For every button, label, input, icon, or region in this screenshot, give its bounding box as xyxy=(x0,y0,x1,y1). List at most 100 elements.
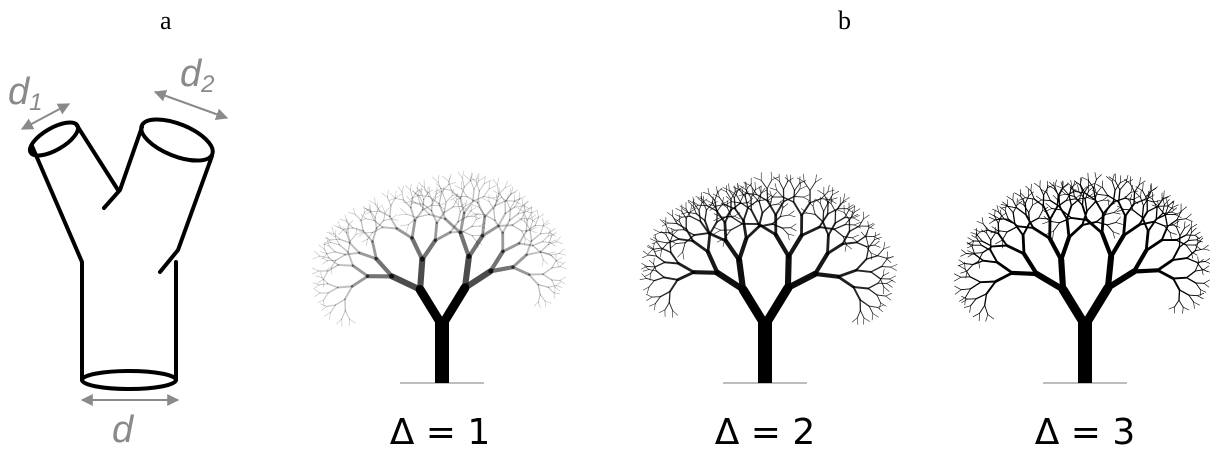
tree-branch xyxy=(334,298,346,306)
tree-branch xyxy=(348,220,354,226)
tree-branch xyxy=(511,265,531,277)
tree-branch xyxy=(885,295,892,301)
tree-branch xyxy=(320,303,328,307)
tree-branch xyxy=(1174,299,1180,308)
tree-branch xyxy=(963,263,974,265)
tree-branch xyxy=(411,194,420,199)
tree-branch xyxy=(362,229,374,243)
tree-branch xyxy=(339,238,351,244)
tree-branch xyxy=(762,283,793,327)
tree-branch xyxy=(679,205,687,210)
tree-branch xyxy=(1132,209,1143,219)
tree-branch xyxy=(876,294,887,297)
tree-branch xyxy=(322,243,330,247)
tree-branch xyxy=(326,304,336,307)
tree-branch xyxy=(431,204,440,207)
tree-branch xyxy=(361,238,368,243)
tree-branch xyxy=(860,231,867,239)
tree-branch xyxy=(377,204,383,210)
tree-branch xyxy=(1198,258,1204,264)
tree-branch xyxy=(1164,205,1169,216)
tree-branch xyxy=(423,187,430,197)
tree-branch xyxy=(1052,230,1054,240)
tree-branch xyxy=(1178,289,1181,301)
tree-branch xyxy=(508,208,511,221)
tree-branch xyxy=(800,225,821,237)
tree-branch xyxy=(334,229,337,238)
tree-branch xyxy=(1147,190,1150,199)
tree-branch xyxy=(524,221,531,230)
tree-branch xyxy=(975,293,988,300)
tree-branch xyxy=(1069,186,1076,192)
tree-branch xyxy=(325,236,331,243)
tree-branch xyxy=(1184,221,1186,229)
tree-branch xyxy=(744,195,749,209)
tree-branch xyxy=(750,185,758,195)
tree-branch xyxy=(337,220,341,228)
tree-branch xyxy=(690,208,697,212)
tree-branch xyxy=(1106,176,1113,182)
tree-branch xyxy=(343,227,353,231)
tree-branch xyxy=(679,221,685,231)
tree-branch xyxy=(697,204,708,207)
tree-branch xyxy=(475,181,480,192)
tree-branch xyxy=(327,283,339,289)
tree-branch xyxy=(530,213,534,222)
tree-branch xyxy=(1106,221,1117,226)
tree-branch xyxy=(1006,225,1019,233)
tree-branch xyxy=(644,265,650,270)
tree-branch xyxy=(445,195,453,203)
tree-branch xyxy=(431,193,438,202)
tree-branch xyxy=(410,198,416,203)
tree-branch xyxy=(435,211,446,224)
tree-branch xyxy=(408,216,418,226)
tree-branch xyxy=(420,238,438,262)
tree-branch xyxy=(890,266,897,271)
tree-branch xyxy=(525,224,536,233)
tree-branch xyxy=(766,200,777,216)
tree-branch xyxy=(1116,205,1124,210)
tree-branch xyxy=(347,240,351,253)
right-branch-opening xyxy=(139,117,215,163)
tree-branch xyxy=(1111,180,1116,191)
tree-branch xyxy=(739,185,747,191)
tree-branch xyxy=(364,211,372,215)
tree-branch xyxy=(1007,218,1019,227)
tree-branch xyxy=(461,253,472,291)
tree-branch xyxy=(469,179,475,190)
tree-branch xyxy=(526,211,534,214)
tree-branch xyxy=(547,233,555,237)
tree-branch xyxy=(1033,198,1045,207)
tree-branch xyxy=(872,313,879,318)
tree-branch xyxy=(357,230,365,234)
tree-branch xyxy=(649,266,656,275)
tree-branch xyxy=(722,187,730,191)
tree-branch xyxy=(1094,172,1097,180)
tree-branch xyxy=(747,197,754,203)
tree-branch xyxy=(509,201,515,210)
tree-branch xyxy=(883,286,890,292)
pipe-left-wall xyxy=(30,144,84,382)
tree-branch xyxy=(790,223,797,229)
tree-branch xyxy=(769,203,779,206)
tree-branch xyxy=(530,233,542,242)
tree-branch xyxy=(1087,197,1094,201)
tree-branch xyxy=(492,197,500,203)
tree-branch xyxy=(827,194,834,203)
tree-branch xyxy=(758,201,764,214)
tree-branch xyxy=(1096,187,1102,194)
tree-branch xyxy=(1134,192,1141,198)
tree-branch xyxy=(969,281,982,290)
tree-branch xyxy=(329,312,331,321)
tree-branch xyxy=(525,240,533,256)
tree-branch xyxy=(856,317,859,325)
tree-branch xyxy=(540,224,544,235)
tree-branch xyxy=(1122,223,1141,237)
tree-branch xyxy=(372,226,384,234)
tree-branch xyxy=(559,261,566,267)
tree-branch xyxy=(1062,183,1069,189)
tree-branch xyxy=(544,300,547,308)
tree-branch xyxy=(960,288,971,291)
tree-branch xyxy=(642,286,650,291)
tree-branch xyxy=(784,177,792,183)
